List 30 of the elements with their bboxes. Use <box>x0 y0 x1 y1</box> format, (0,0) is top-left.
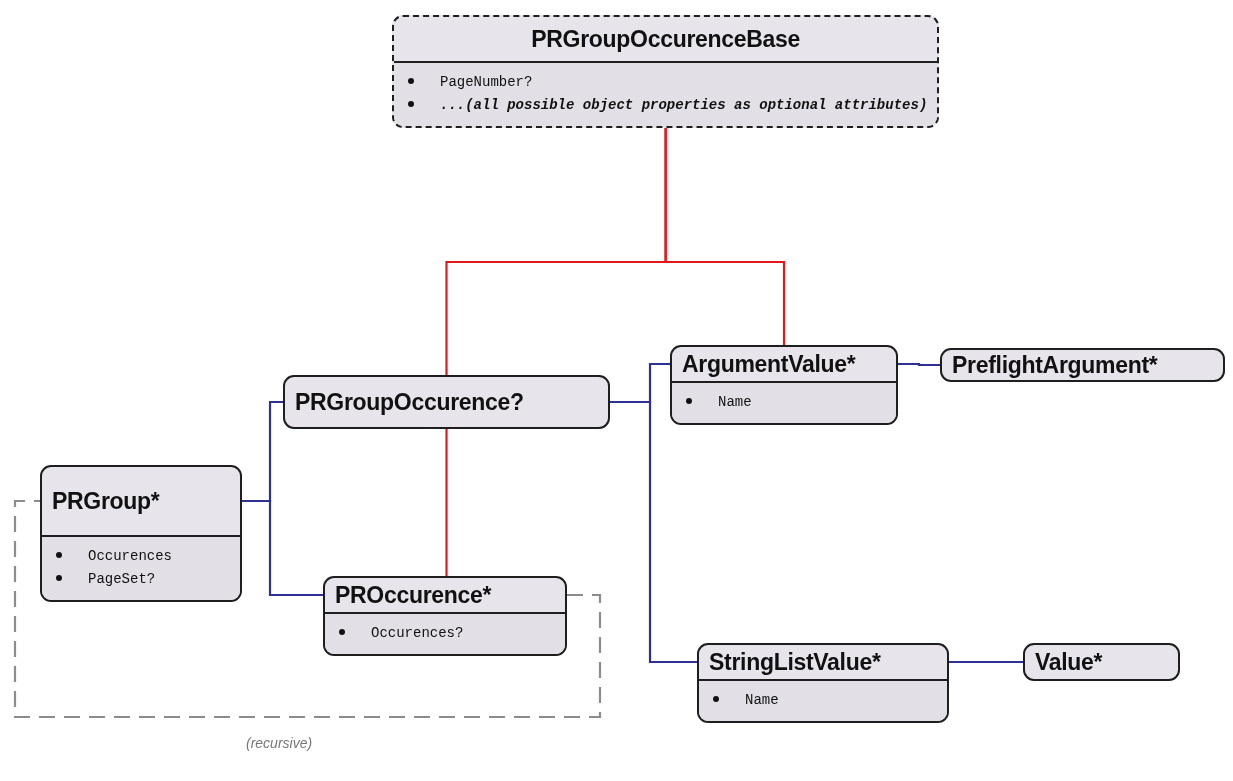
class-box <box>40 465 242 602</box>
connector-line <box>242 499 323 597</box>
class-name: PROccurence* <box>334 581 493 610</box>
attribute-name: Occurences? <box>371 624 464 643</box>
class-name: PRGroupOccurenceBase <box>530 25 802 54</box>
class-box <box>697 643 949 723</box>
connector-line <box>445 429 448 576</box>
class-box <box>940 348 1225 382</box>
connector-line <box>949 660 1023 664</box>
attribute-name: Name <box>718 393 752 412</box>
class-box <box>670 345 898 425</box>
connector-line <box>610 400 697 664</box>
class-box <box>392 15 940 128</box>
connector-line <box>898 362 940 367</box>
dashed-connector <box>13 499 602 719</box>
class-box <box>1023 643 1180 681</box>
class-name: PreflightArgument* <box>951 351 1159 380</box>
class-name: StringListValue* <box>708 648 882 677</box>
class-box <box>323 576 567 656</box>
class-name: ArgumentValue* <box>681 350 857 379</box>
class-name: Value* <box>1034 648 1104 677</box>
attribute-name: ...(all possible object properties as optional attributes) <box>440 96 928 115</box>
attribute-name: Occurences <box>88 547 172 566</box>
class-name: PRGroup* <box>51 487 161 516</box>
class-name: PRGroupOccurence? <box>294 388 525 417</box>
attribute-name: PageNumber? <box>440 73 533 92</box>
attribute-name: PageSet? <box>88 570 156 589</box>
class-box <box>283 375 610 429</box>
attribute-name: Name <box>745 691 779 710</box>
connector-line <box>664 128 786 345</box>
